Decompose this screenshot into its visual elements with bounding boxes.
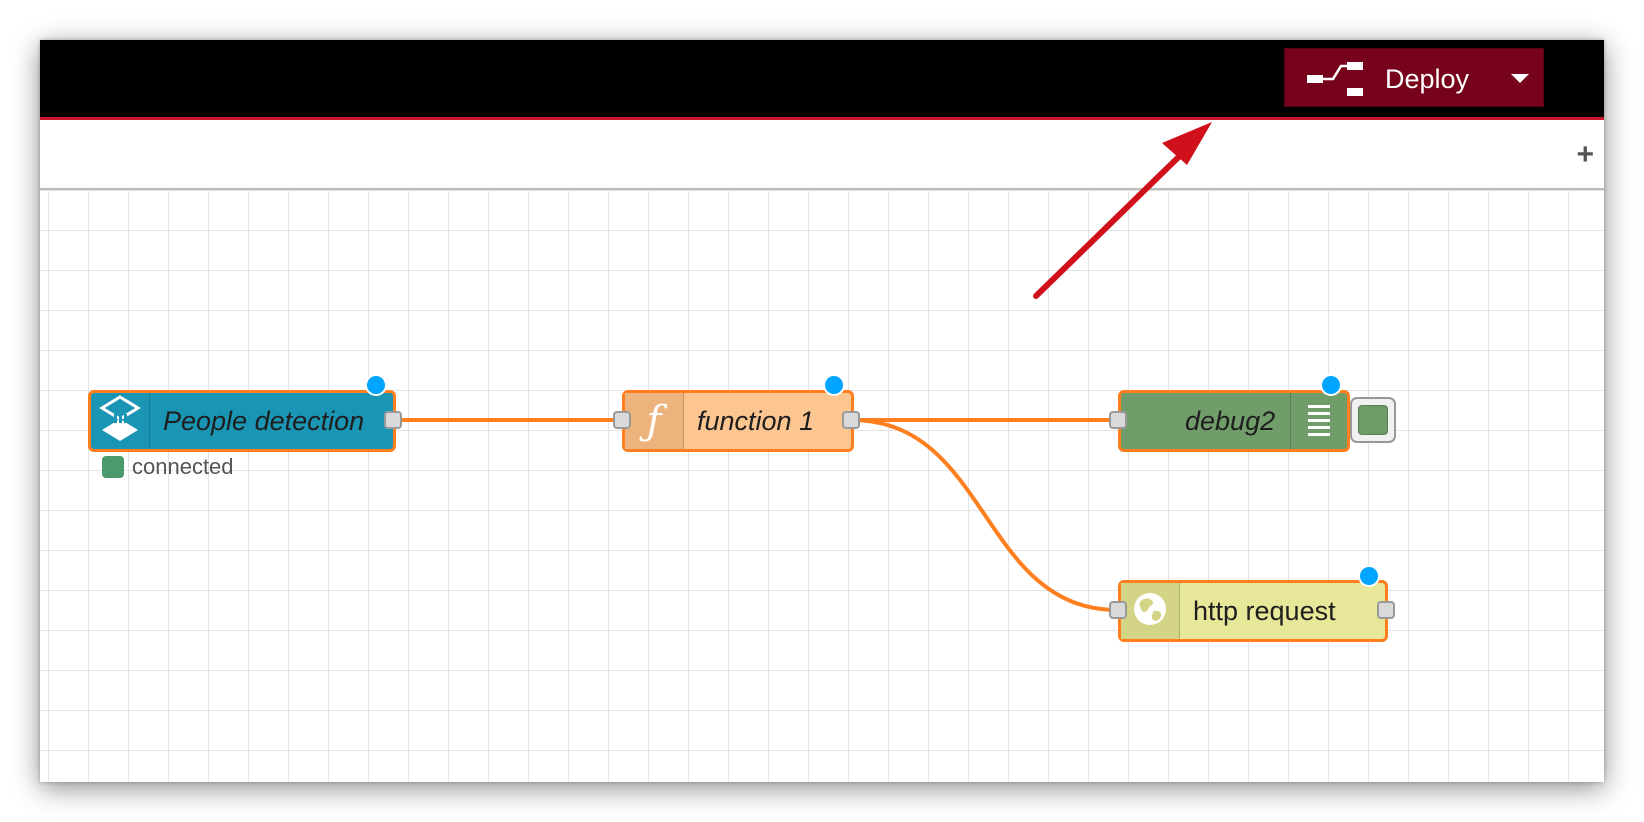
output-port[interactable]: [1377, 601, 1395, 619]
input-port[interactable]: [1109, 411, 1127, 429]
node-function-1[interactable]: ƒ function 1: [622, 390, 854, 452]
input-port[interactable]: [613, 411, 631, 429]
input-port[interactable]: [1109, 601, 1127, 619]
output-port[interactable]: [842, 411, 860, 429]
layers-icon: [98, 394, 142, 448]
debug-toggle-indicator: [1358, 405, 1388, 435]
changed-indicator: [365, 374, 387, 396]
changed-indicator: [823, 374, 845, 396]
node-label: People detection: [163, 405, 365, 436]
output-port[interactable]: [384, 411, 402, 429]
deploy-label: Deploy: [1385, 64, 1470, 94]
changed-indicator: [1320, 374, 1342, 396]
node-icon-area: ƒ: [625, 393, 684, 449]
wire-function-to-http[interactable]: [850, 418, 1119, 612]
deploy-flow-icon: [1307, 62, 1363, 101]
annotation-arrow: [1033, 122, 1212, 299]
node-red-editor: Deploy +: [40, 40, 1604, 782]
flow-workspace[interactable]: People detection connected ƒ function 1 …: [40, 190, 1604, 782]
header-bar: Deploy: [40, 40, 1604, 120]
node-label: function 1: [697, 405, 815, 436]
tab-bar: +: [40, 120, 1604, 190]
debug-toggle-button[interactable]: [1350, 397, 1396, 443]
node-http-request[interactable]: http request: [1118, 580, 1388, 642]
status-dot-icon: [102, 456, 124, 478]
caret-down-icon[interactable]: [1511, 74, 1529, 83]
node-icon-area: [91, 393, 150, 449]
node-label: debug2: [1185, 405, 1276, 436]
node-status: connected: [102, 454, 234, 480]
status-text: connected: [132, 454, 234, 479]
wires-layer: [402, 418, 1119, 612]
function-icon: ƒ: [646, 398, 662, 444]
changed-indicator: [1358, 565, 1380, 587]
globe-icon: [1132, 591, 1168, 632]
list-icon: [1290, 393, 1347, 449]
add-flow-button[interactable]: +: [1576, 138, 1594, 171]
node-icon-area: [1121, 583, 1180, 639]
deploy-button[interactable]: Deploy: [1284, 48, 1544, 107]
node-label: http request: [1193, 595, 1336, 626]
